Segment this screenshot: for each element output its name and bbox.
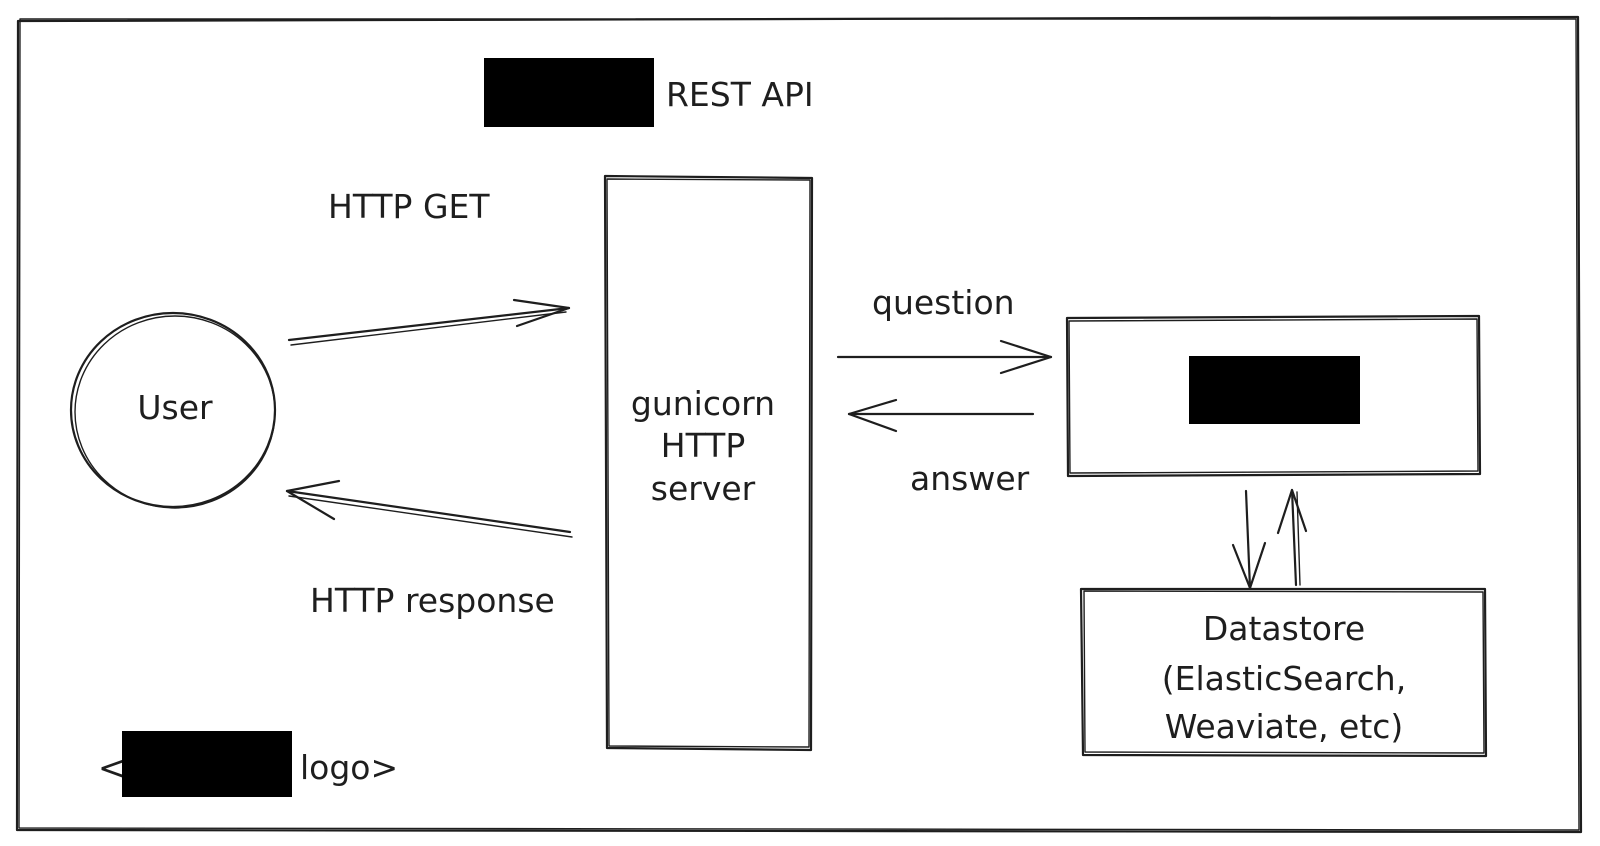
server-label-line-3: server xyxy=(651,469,756,508)
datastore-label-line-2: (ElasticSearch, xyxy=(1162,659,1406,698)
logo-redacted-name xyxy=(122,731,292,797)
response-label: HTTP response xyxy=(310,581,555,620)
datastore-label-line-3: Weaviate, etc) xyxy=(1165,707,1404,746)
outer-frame xyxy=(15,15,1583,834)
question-arrow xyxy=(836,339,1053,375)
server-label-line-1: gunicorn xyxy=(631,384,775,423)
question-label: question xyxy=(872,283,1015,322)
logo-placeholder: < logo> xyxy=(98,731,398,797)
request-label: HTTP GET xyxy=(328,187,490,226)
answer-arrow xyxy=(847,398,1035,433)
title-rest-api: REST API xyxy=(666,75,814,114)
response-arrow xyxy=(285,479,573,538)
model-redacted-name xyxy=(1189,356,1360,424)
request-arrow xyxy=(287,298,571,346)
logo-label: logo> xyxy=(300,748,398,787)
server-box: gunicorn HTTP server xyxy=(603,174,814,752)
server-label-line-2: HTTP xyxy=(661,426,745,465)
logo-open-bracket: < xyxy=(98,748,126,787)
model-to-datastore-arrow xyxy=(1231,489,1267,590)
datastore-to-model-arrow xyxy=(1276,488,1308,587)
user-label: User xyxy=(137,388,213,427)
model-box xyxy=(1065,314,1482,478)
datastore-label-line-1: Datastore xyxy=(1203,609,1365,648)
answer-label: answer xyxy=(910,459,1030,498)
datastore-box: Datastore (ElasticSearch, Weaviate, etc) xyxy=(1079,587,1488,758)
user-node: User xyxy=(69,311,277,509)
title-redacted-name xyxy=(484,58,654,127)
